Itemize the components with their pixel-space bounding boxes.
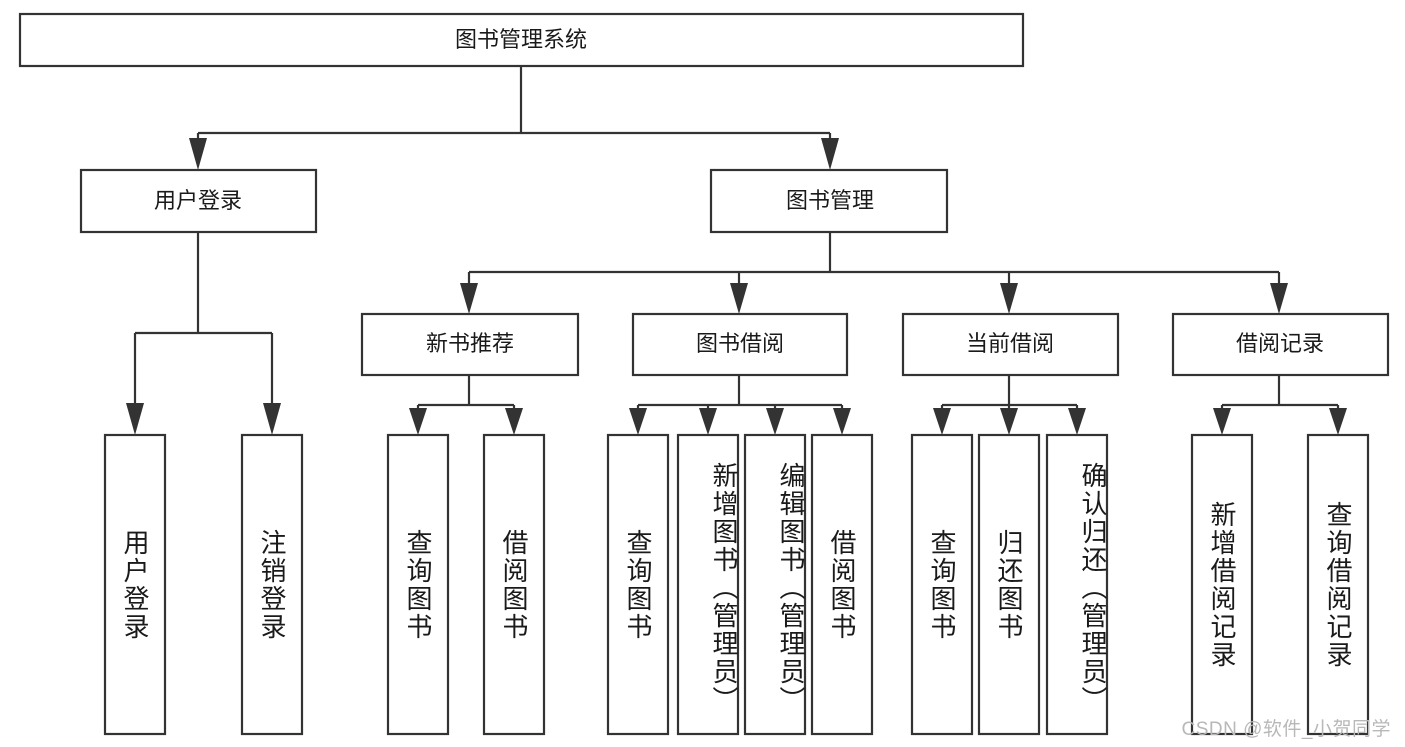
- arrow-head-user-login: [189, 138, 207, 170]
- node-root-system[interactable]: 图书管理系统: [18, 12, 1025, 68]
- node-borrow-record-box[interactable]: [1171, 312, 1390, 377]
- csdn-watermark: CSDN @软件_小贺同学: [1181, 719, 1391, 740]
- connector-group-root: [189, 66, 839, 170]
- connector-group-borrow-record: [1213, 375, 1347, 435]
- node-user-login-box[interactable]: [79, 168, 318, 234]
- node-new-book-recommend[interactable]: 新书推荐: [360, 312, 580, 377]
- node-book-management-box[interactable]: [709, 168, 949, 234]
- arrow-head-cb-leaf3: [1068, 408, 1086, 435]
- arrow-head-br-leaf1: [1213, 408, 1231, 435]
- leaf-box-cb-query-book[interactable]: [910, 433, 974, 736]
- node-book-borrow-box[interactable]: [631, 312, 849, 377]
- node-current-borrow[interactable]: 当前借阅: [901, 312, 1120, 377]
- arrow-head-br-leaf2: [1329, 408, 1347, 435]
- node-root-label: 图书管理系统: [455, 27, 587, 52]
- arrow-head-leaf-user-login: [126, 403, 144, 435]
- arrow-head-bb-leaf1: [629, 408, 647, 435]
- leaf-box-bb-edit-book[interactable]: [743, 433, 807, 736]
- node-book-management-label: 图书管理: [786, 188, 874, 213]
- arrow-head-new-book: [460, 283, 478, 314]
- arrow-head-borrow-record: [1270, 283, 1288, 314]
- connector-group-book-mgmt: [460, 232, 1288, 314]
- node-borrow-record[interactable]: 借阅记录: [1171, 312, 1390, 377]
- node-new-book-recommend-label: 新书推荐: [426, 331, 514, 356]
- leaf-box-br-query-record[interactable]: [1306, 433, 1370, 736]
- node-current-borrow-box[interactable]: [901, 312, 1120, 377]
- leaf-box-user-login[interactable]: [103, 433, 167, 736]
- leaf-box-logout[interactable]: [240, 433, 304, 736]
- connector-group-user-login: [126, 232, 281, 435]
- node-user-login-label: 用户登录: [154, 188, 242, 213]
- node-root-box[interactable]: [18, 12, 1025, 68]
- arrow-head-current-borrow: [1000, 283, 1018, 314]
- arrow-head-cb-leaf1: [933, 408, 951, 435]
- arrow-head-leaf-logout: [263, 403, 281, 435]
- arrow-head-nb-leaf1: [409, 408, 427, 435]
- node-book-borrow[interactable]: 图书借阅: [631, 312, 849, 377]
- arrow-head-bb-leaf4: [833, 408, 851, 435]
- leaf-box-br-add-record[interactable]: [1190, 433, 1254, 736]
- node-user-login[interactable]: 用户登录: [79, 168, 318, 234]
- connector-group-current-borrow: [933, 375, 1086, 435]
- connector-group-new-book: [409, 375, 523, 435]
- connector-group-book-borrow: [629, 375, 851, 435]
- leaf-box-bb-add-book[interactable]: [676, 433, 740, 736]
- leaf-box-bb-query-book[interactable]: [606, 433, 670, 736]
- node-borrow-record-label: 借阅记录: [1236, 331, 1324, 356]
- leaf-box-nb-query-book[interactable]: [386, 433, 450, 736]
- arrow-head-bb-leaf3: [766, 408, 784, 435]
- leaf-box-bb-borrow-book[interactable]: [810, 433, 874, 736]
- node-book-borrow-label: 图书借阅: [696, 331, 784, 356]
- arrow-head-bb-leaf2: [699, 408, 717, 435]
- arrow-head-book-mgmt: [821, 138, 839, 170]
- leaf-box-cb-confirm-return[interactable]: [1045, 433, 1109, 736]
- node-book-management[interactable]: 图书管理: [709, 168, 949, 234]
- arrow-head-book-borrow: [730, 283, 748, 314]
- arrow-head-nb-leaf2: [505, 408, 523, 435]
- arrow-head-cb-leaf2: [1000, 408, 1018, 435]
- node-current-borrow-label: 当前借阅: [966, 331, 1054, 356]
- node-new-book-recommend-box[interactable]: [360, 312, 580, 377]
- leaf-box-nb-borrow-book[interactable]: [482, 433, 546, 736]
- leaf-box-cb-return-book[interactable]: [977, 433, 1041, 736]
